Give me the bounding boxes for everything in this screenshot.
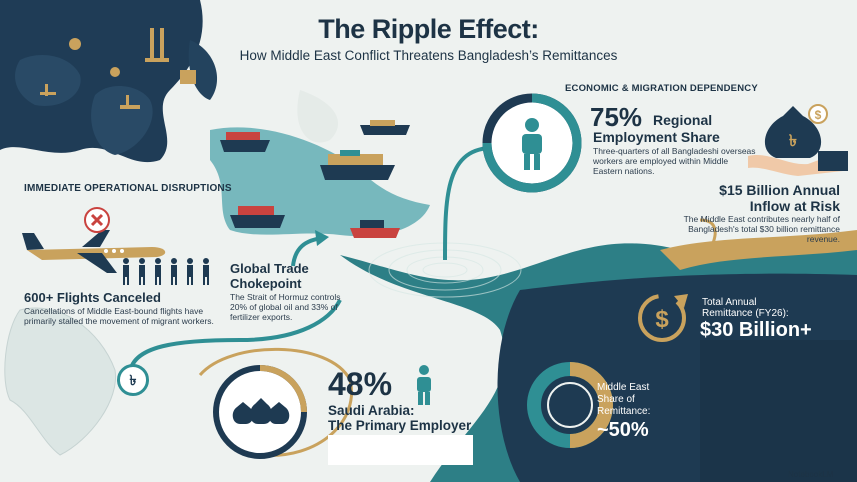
arabia-outline [4, 307, 117, 456]
migrant-workers-icon [123, 258, 209, 285]
inflow-title-1: $15 Billion Annual [719, 182, 840, 198]
trade-title-2: Chokepoint [230, 276, 302, 291]
oil-derrick-icon [40, 28, 196, 109]
dependency-heading: ECONOMIC & MIGRATION DEPENDENCY [565, 83, 758, 94]
container-ship-icon [220, 120, 410, 238]
share-label-3: Remittance: [597, 406, 651, 417]
saudi-label-1: Saudi Arabia: [328, 403, 415, 418]
connector-line-left [128, 299, 342, 376]
trade-text: The Strait of Hormuz controls 20% of glo… [230, 292, 341, 322]
total-label-2: Remittance (FY26): [702, 308, 789, 319]
dollar-cycle-icon: $ [638, 294, 688, 342]
person-icon [417, 365, 431, 405]
coin-dollar-label: $ [815, 108, 822, 122]
page-title: The Ripple Effect: [318, 14, 539, 44]
airplane-icon [22, 230, 166, 273]
flights-title: 600+ Flights Canceled [24, 290, 161, 305]
gold-connector [699, 218, 717, 251]
inflow-text: The Middle East contributes nearly half … [683, 214, 840, 244]
cancel-x-icon [84, 207, 110, 233]
connector-line-top [443, 146, 491, 261]
operational-heading: IMMEDIATE OPERATIONAL DISRUPTIONS [24, 183, 232, 194]
watermark: NotebookLM [788, 470, 834, 479]
inflow-title-2: Inflow at Risk [749, 198, 840, 214]
money-bags-icon [232, 398, 290, 424]
ships-illustration [220, 120, 410, 238]
bag-currency-label: ৳ [789, 133, 797, 150]
saudi-label-2: The Primary Employer [328, 418, 472, 433]
flights-text: Cancellations of Middle East-bound fligh… [24, 306, 214, 326]
cycle-dollar-label: $ [655, 306, 669, 333]
employment-label-2: Employment Share [593, 129, 720, 145]
total-value: $30 Billion+ [700, 319, 812, 341]
share-label-2: Share of [597, 394, 635, 405]
total-label-1: Total Annual [702, 297, 757, 308]
remittance-share-donut [527, 362, 613, 448]
page-subtitle: How Middle East Conflict Threatens Bangl… [239, 48, 618, 63]
share-arc [569, 362, 613, 448]
share-value: ~50% [597, 419, 649, 441]
employment-percent: 75% [590, 102, 643, 132]
worker-person-icon [522, 118, 542, 170]
share-label-1: Middle East [597, 382, 650, 393]
gold-ribbon [660, 230, 857, 270]
saudi-percent: 48% [328, 366, 393, 402]
saudi-circle [213, 365, 307, 459]
trade-title-1: Global Trade [230, 261, 309, 276]
employment-dial-arc [482, 93, 582, 193]
employment-text: Three-quarters of all Bangladeshi overse… [593, 146, 756, 176]
blank-panel [328, 435, 473, 465]
money-bag-icon: ৳ $ [748, 104, 848, 176]
taka-coin-icon: ৳ [117, 364, 149, 396]
employment-label-1: Regional [653, 112, 713, 128]
arrow-up-icon [291, 230, 329, 267]
